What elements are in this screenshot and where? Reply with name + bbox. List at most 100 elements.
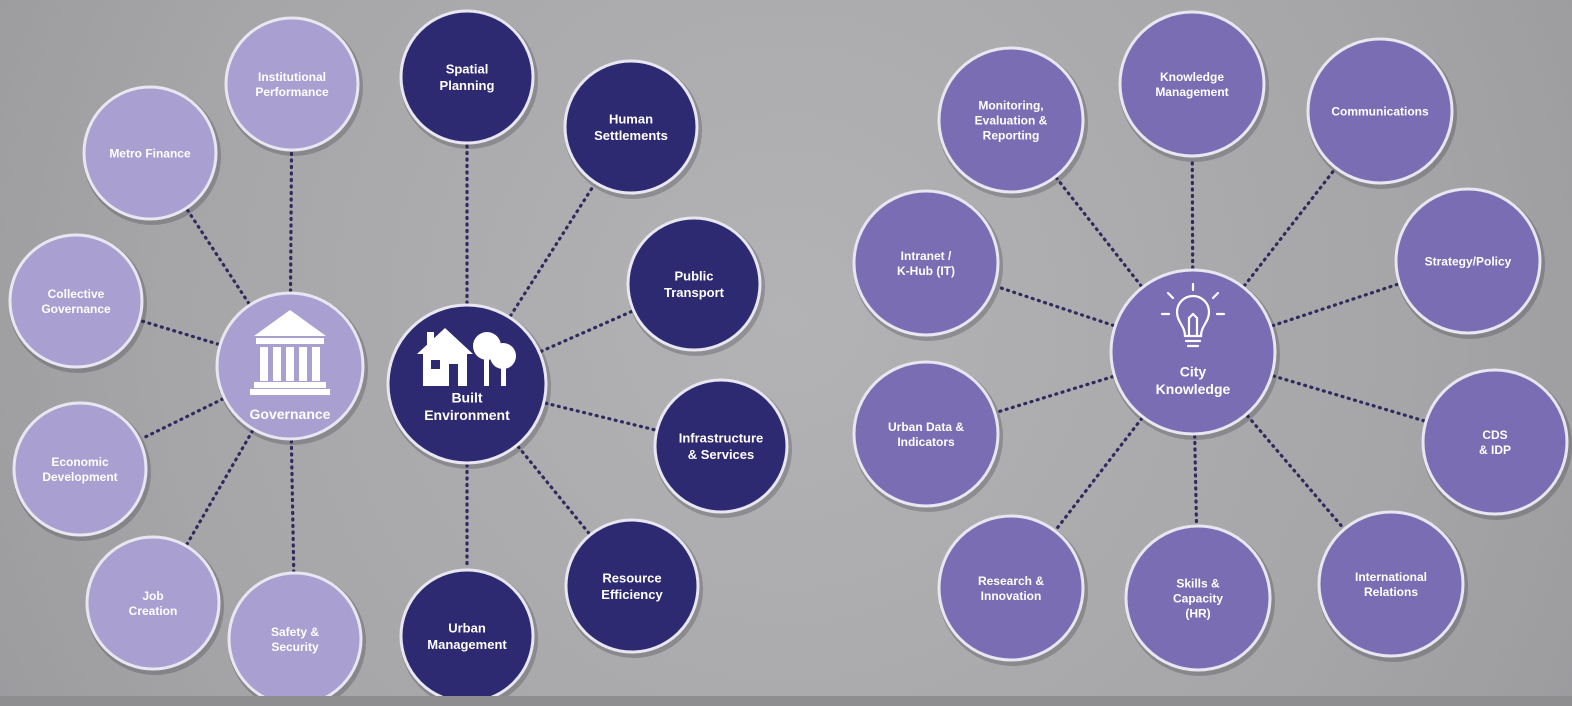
node-collective-governance-label-line: Governance [41,302,111,316]
city-knowledge-hub-label-line: Knowledge [1156,381,1231,397]
node-public-transport-circle [626,216,762,352]
node-spatial-planning-label-line: Planning [440,78,495,93]
city-knowledge-hub-circle [1109,268,1277,436]
node-intranet-k-hub: Intranet /K-Hub (IT) [852,189,1003,341]
node-cds-idp-label-line: CDS [1482,428,1507,442]
node-skills-capacity-hr-label-line: Capacity [1173,591,1223,605]
governance-connector-safety-security [289,439,296,573]
governance-connector-metro-finance [185,208,251,305]
node-communications-circle [1306,37,1454,185]
building-columns-icon [250,310,330,395]
governance-connector-institutional-performance [288,150,294,293]
node-infrastructure-services: Infrastructure& Services [653,378,792,518]
node-research-innovation-label-line: Innovation [981,589,1042,603]
node-collective-governance-label-line: Collective [48,287,105,301]
node-economic-development-label-line: Development [42,470,117,484]
node-metro-finance: Metro Finance [82,85,221,225]
node-metro-finance-label: Metro Finance [109,146,191,160]
node-urban-data-indicators-circle [852,360,1000,508]
governance-hub: Governance [215,291,368,445]
node-research-innovation-label: Research &Innovation [978,574,1044,603]
node-human-settlements-circle [563,59,699,195]
node-public-transport-label-line: Transport [664,285,725,300]
bottom-strip [0,696,1572,706]
node-institutional-performance-label-line: Performance [255,85,329,99]
node-urban-data-indicators-label-line: Urban Data & [888,420,964,434]
built-environment-connector-human-settlements [508,182,597,318]
built-environment-hub-label-line: Built [451,389,482,405]
governance-connector-economic-development [139,397,225,441]
node-cds-idp-label-line: & IDP [1479,443,1511,457]
node-safety-security-label-line: Safety & [271,625,319,639]
node-monitoring-evaluation-reporting-label-line: Reporting [983,128,1040,142]
node-skills-capacity-hr-label-line: (HR) [1185,606,1210,620]
node-urban-management-label-line: Management [427,637,507,652]
node-monitoring-evaluation-reporting-label-line: Monitoring, [978,98,1043,112]
city-knowledge-connector-cds-idp [1271,374,1426,423]
node-resource-efficiency-circle [564,518,700,654]
node-economic-development-circle [12,401,148,537]
node-research-innovation: Research &Innovation [937,514,1088,666]
built-environment-hub-label-line: Environment [424,407,510,423]
node-intranet-k-hub-circle [852,189,1000,337]
node-knowledge-management-label-line: Knowledge [1160,70,1224,84]
node-skills-capacity-hr-circle [1124,524,1272,672]
node-urban-data-indicators: Urban Data &Indicators [852,360,1003,512]
node-monitoring-evaluation-reporting-label-line: Evaluation & [975,113,1048,127]
node-skills-capacity-hr-label: Skills &Capacity(HR) [1173,576,1223,620]
node-international-relations-label-line: Relations [1364,585,1418,599]
node-safety-security-label: Safety &Security [271,625,319,654]
node-urban-data-indicators-label: Urban Data &Indicators [888,420,964,449]
node-monitoring-evaluation-reporting-label: Monitoring,Evaluation &Reporting [975,98,1048,142]
built-environment-connector-resource-efficiency [516,445,591,535]
node-institutional-performance-label-line: Institutional [258,70,326,84]
node-skills-capacity-hr: Skills &Capacity(HR) [1124,524,1275,676]
node-spatial-planning-label-line: Spatial [446,62,489,77]
city-knowledge-connector-strategy-policy [1271,282,1400,328]
node-collective-governance-circle [8,233,144,369]
node-research-innovation-label-line: Research & [978,574,1044,588]
governance-connector-collective-governance [139,319,220,346]
node-metro-finance-circle [82,85,218,221]
node-strategy-policy-circle [1394,187,1542,335]
node-monitoring-evaluation-reporting: Monitoring,Evaluation &Reporting [937,46,1088,198]
node-intranet-k-hub-label: Intranet /K-Hub (IT) [897,249,955,278]
lightbulb-icon [1160,282,1226,348]
node-monitoring-evaluation-reporting-circle [937,46,1085,194]
node-cds-idp: CDS& IDP [1421,368,1572,520]
node-human-settlements-label-line: Human [609,112,653,127]
built-environment-connector-public-transport [539,309,634,353]
node-strategy-policy-label: Strategy/Policy [1425,254,1512,268]
node-urban-data-indicators-label-line: Indicators [897,435,955,449]
node-international-relations-circle [1317,510,1465,658]
node-communications: Communications [1306,37,1457,189]
node-resource-efficiency-label-line: Efficiency [601,587,663,602]
connectors [139,143,1426,573]
node-economic-development-label-line: Economic [51,455,109,469]
node-metro-finance-label-line: Metro Finance [109,146,191,160]
city-knowledge-hub-label-line: City [1180,363,1207,379]
node-urban-management-label-line: Urban [448,621,486,636]
node-communications-label: Communications [1331,104,1429,118]
node-spatial-planning-circle [399,9,535,145]
house-trees-icon [417,328,516,386]
